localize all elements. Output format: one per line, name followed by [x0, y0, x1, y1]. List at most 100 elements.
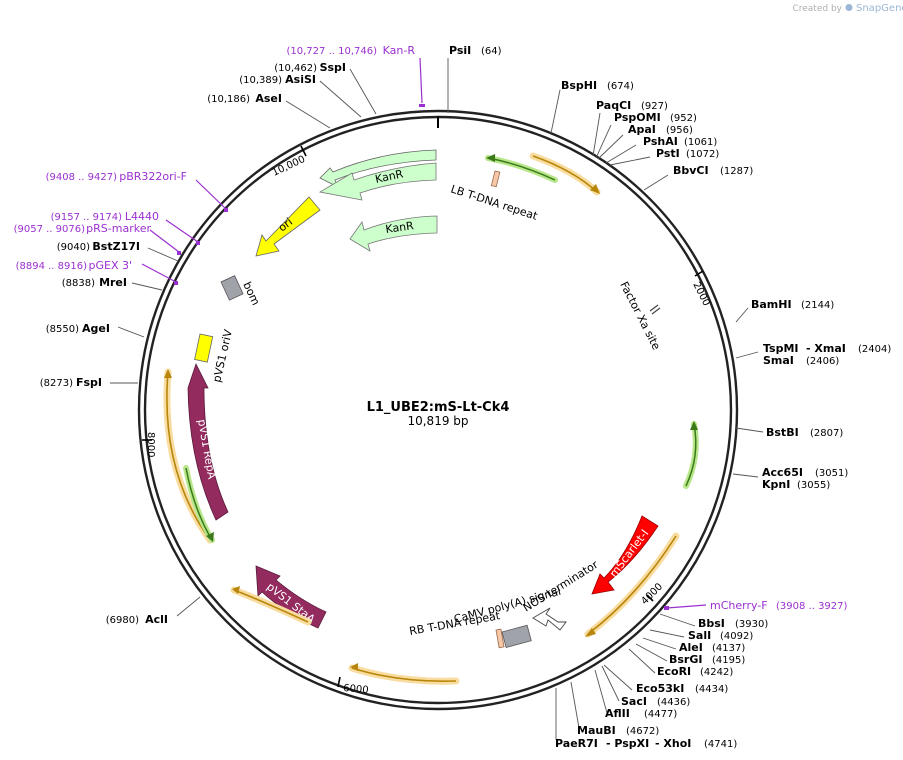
site-sali[interactable]: SalI — [688, 629, 711, 642]
site-smai-pos: (2406) — [806, 356, 839, 367]
site-sali-pos: (4092) — [720, 631, 753, 642]
site-mrei[interactable]: MreI — [99, 276, 127, 289]
pvs1-repa-arrow[interactable] — [187, 362, 229, 521]
site-fspi-pos: (8273) — [40, 378, 73, 389]
site-maubi-pos: (4672) — [626, 726, 659, 737]
primer-l4440[interactable]: L4440 — [125, 210, 159, 223]
site-xmai[interactable]: - XmaI — [806, 342, 846, 355]
tick-2000 — [694, 270, 704, 277]
site-asei[interactable]: AseI — [255, 92, 282, 105]
site-fspi[interactable]: FspI — [76, 376, 102, 389]
kanr-inner-label: KanR — [385, 219, 415, 236]
tick-label-8000: 8000 — [145, 432, 156, 457]
site-bbvci[interactable]: BbvCI — [673, 164, 709, 177]
site-alei-pos: (4137) — [712, 643, 745, 654]
site-psii[interactable]: PsiI — [449, 44, 471, 57]
pvs1-staa-arrow[interactable] — [255, 565, 327, 629]
tick-4000 — [646, 594, 654, 602]
site-bstz17i-pos: (9040) — [57, 242, 90, 253]
site-asisi[interactable]: AsiSI — [285, 73, 316, 86]
plasmid-size: 10,819 bp — [407, 414, 468, 428]
kanr-outer-arrow[interactable] — [318, 162, 437, 201]
site-aflii[interactable]: AflII — [605, 707, 630, 720]
site-acli-pos: (6980) — [106, 615, 139, 626]
rb-repeat-box[interactable] — [495, 628, 505, 649]
site-ecori-pos: (4242) — [700, 667, 733, 678]
site-acli[interactable]: AclI — [145, 613, 168, 626]
site-bbsi-pos: (3930) — [735, 619, 768, 630]
green-feature-right-head — [690, 421, 698, 430]
site-aflii-pos: (4477) — [644, 709, 677, 720]
ori-arrow[interactable] — [255, 196, 321, 257]
site-psp0mi[interactable]: PspOMI — [614, 111, 661, 124]
site-sspi[interactable]: SspI — [320, 61, 346, 74]
site-apai-pos: (956) — [666, 125, 693, 136]
lb-repeat-box[interactable] — [490, 170, 501, 188]
site-saci[interactable]: SacI — [621, 695, 647, 708]
orange-feature-top-head — [590, 184, 600, 194]
mscarlet-arrow[interactable] — [591, 515, 659, 595]
primer-pgex-3[interactable]: pGEX 3' — [88, 259, 132, 272]
watermark-prefix: Created by — [792, 4, 842, 14]
site-apai[interactable]: ApaI — [628, 123, 656, 136]
orange-feature-right-head — [585, 628, 596, 637]
site-paqci[interactable]: PaqCI — [596, 99, 631, 112]
site-eco53ki[interactable]: Eco53kI — [636, 682, 684, 695]
site-bamhi[interactable]: BamHI — [751, 298, 792, 311]
tick-6000 — [337, 676, 341, 688]
site-leader-lines — [110, 58, 764, 740]
site-paer7i[interactable]: PaeR7I — [555, 737, 598, 750]
primer-l4440-pos: (9157 .. 9174) — [51, 212, 123, 223]
orange-feature-left-line — [166, 371, 211, 541]
site-bstbi-pos: (2807) — [810, 428, 843, 439]
site-pshai-pos: (1061) — [684, 137, 717, 148]
primer-pbr322ori-f-pos: (9408 .. 9427) — [46, 172, 118, 183]
site-tspmi[interactable]: TspMI — [763, 342, 799, 355]
site-bsrgi[interactable]: BsrGI — [669, 653, 702, 666]
primer-kan-r[interactable]: Kan-R — [383, 44, 416, 57]
nos-terminator-arrow[interactable] — [532, 607, 567, 631]
factor-xa-label: Factor Xa site — [617, 279, 663, 352]
site-bstbi[interactable]: BstBI — [766, 426, 799, 439]
site-pspxi[interactable]: - PspXI — [606, 737, 649, 750]
green-feature-left-line — [185, 467, 213, 541]
site-bstz17i[interactable]: BstZ17I — [92, 240, 140, 253]
site-pspomi-pos: (952) — [670, 113, 697, 124]
site-bbsi[interactable]: BbsI — [698, 617, 725, 630]
site-agei[interactable]: AgeI — [82, 322, 110, 335]
primer-kan-r-pos: (10,727 .. 10,746) — [287, 46, 378, 57]
primer-prs-marker[interactable]: pRS-marker — [86, 222, 151, 235]
primer-pbr322ori-f[interactable]: pBR322ori-F — [119, 170, 187, 183]
orange-feature-bottom-head — [350, 663, 358, 671]
site-xhoi-pos: (4741) — [704, 739, 737, 750]
site-kpni[interactable]: KpnI — [762, 478, 790, 491]
orange-feature-right-line — [587, 535, 677, 635]
site-bsphi[interactable]: BspHI — [561, 79, 597, 92]
site-asei-pos: (10,186) — [207, 94, 250, 105]
plasmid-name: L1_UBE2:mS-Lt-Ck4 — [367, 400, 510, 415]
site-smai[interactable]: SmaI — [763, 354, 794, 367]
site-acc65i[interactable]: Acc65I — [762, 466, 803, 479]
backbone-outer — [137, 109, 739, 711]
kanr-outer-feature[interactable] — [319, 149, 437, 188]
site-ecori[interactable]: EcoRI — [657, 665, 691, 678]
site-bbvci-pos: (1287) — [720, 166, 753, 177]
snapgene-icon — [845, 4, 853, 11]
site-kpni-pos: (3055) — [797, 480, 830, 491]
site-maubi[interactable]: MauBI — [577, 724, 616, 737]
site-pshai[interactable]: PshAI — [643, 135, 678, 148]
site-bsrgi-pos: (4195) — [712, 655, 745, 666]
site-xhoi[interactable]: - XhoI — [655, 737, 691, 750]
bom-box[interactable] — [220, 275, 244, 301]
site-alei[interactable]: AleI — [679, 641, 703, 654]
snapgene-logo: SnapGene — [856, 3, 903, 14]
pvs1-oriv-box[interactable] — [194, 333, 214, 363]
factor-xa-mark-1 — [649, 304, 659, 312]
site-psti[interactable]: PstI — [656, 147, 680, 160]
kanr-inner-arrow[interactable] — [349, 215, 438, 252]
camv-polya-box[interactable] — [501, 624, 532, 648]
orange-feature-left-head — [164, 369, 172, 378]
site-psti-pos: (1072) — [686, 149, 719, 160]
primer-mcherry-f[interactable]: mCherry-F — [710, 599, 768, 612]
site-psii-pos: (64) — [481, 46, 502, 57]
